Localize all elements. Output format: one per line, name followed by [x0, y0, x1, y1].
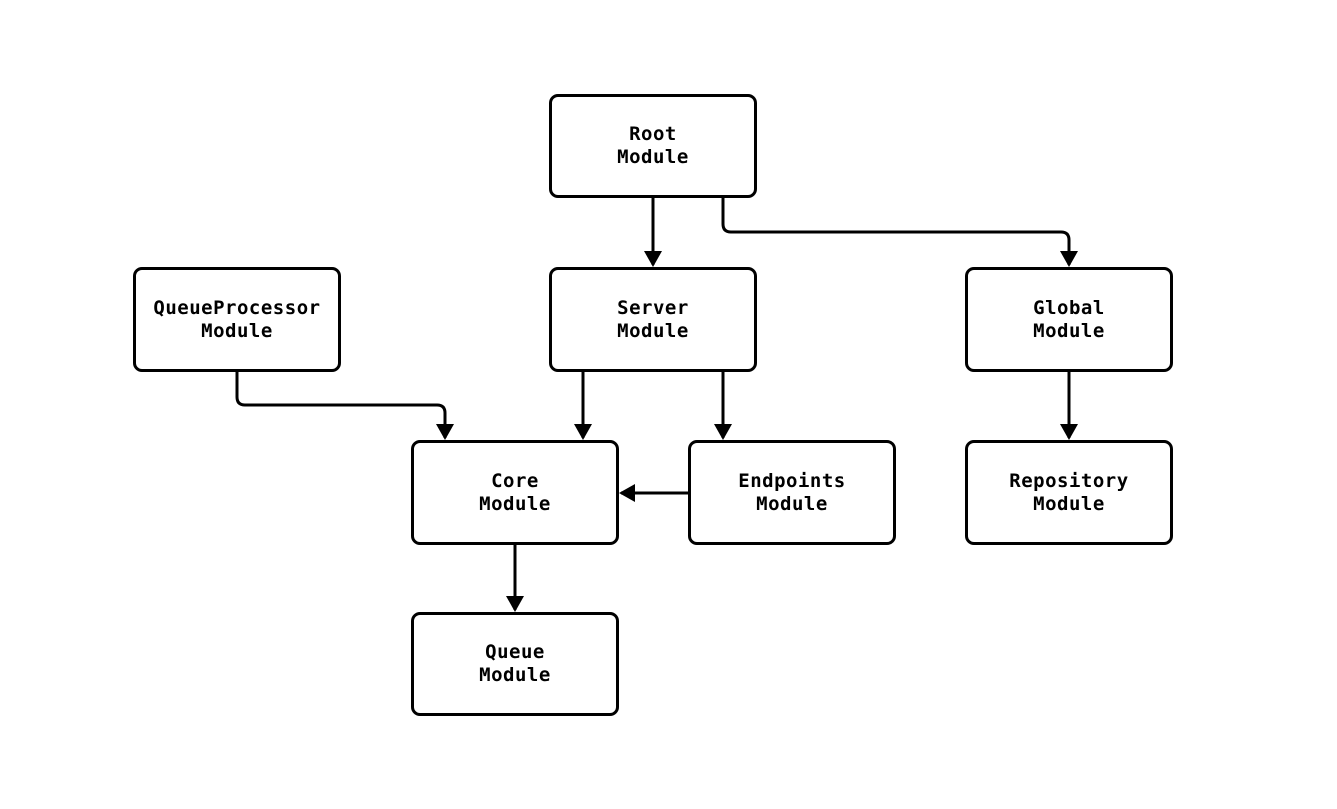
edge-queueprocessor-core [235, 372, 454, 440]
node-root-module: Root Module [549, 94, 757, 198]
node-endpoints-module: Endpoints Module [688, 440, 896, 545]
node-global-module: Global Module [965, 267, 1173, 372]
edge-root-global [721, 198, 1078, 267]
node-core-module: Core Module [411, 440, 619, 545]
node-queue-module: Queue Module [411, 612, 619, 716]
node-repository-module: Repository Module [965, 440, 1173, 545]
node-queueprocessor-module: QueueProcessor Module [133, 267, 341, 372]
node-server-module: Server Module [549, 267, 757, 372]
